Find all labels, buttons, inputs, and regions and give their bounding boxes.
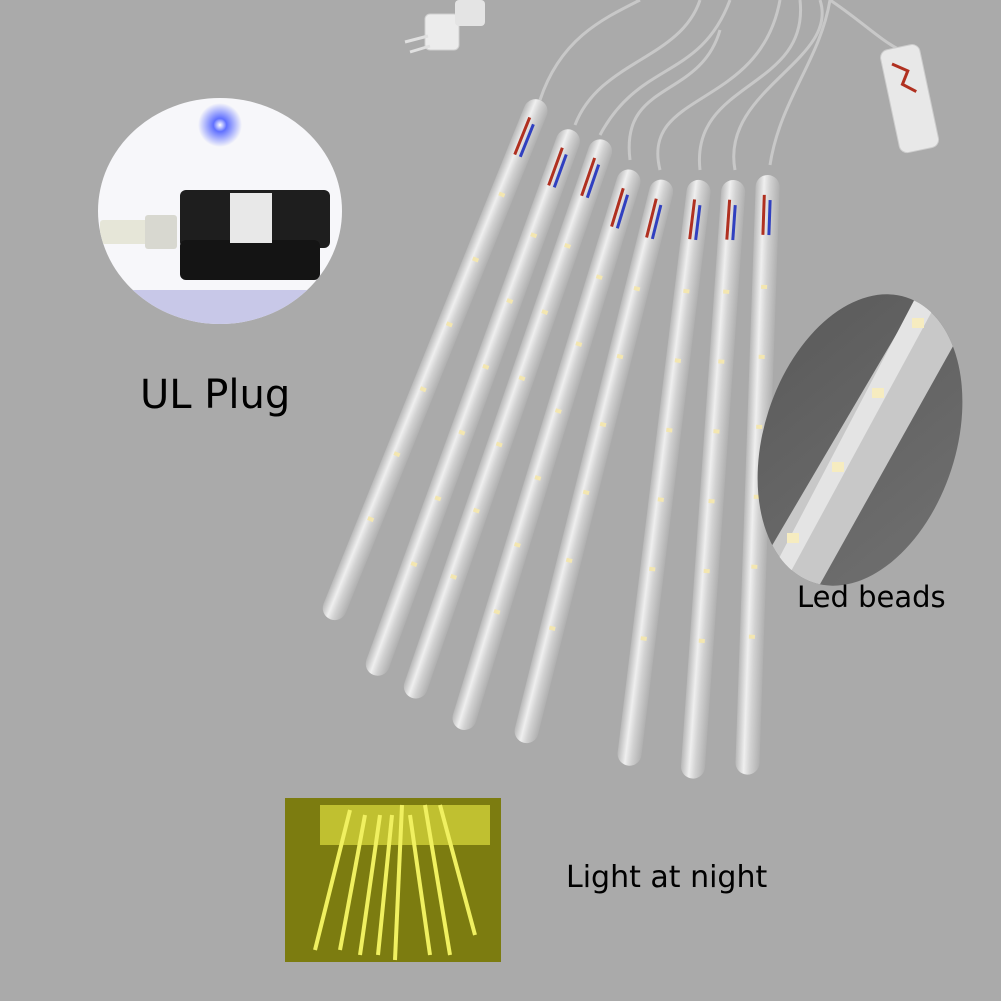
led-beads-label: Led beads: [797, 580, 946, 614]
night-photo: [285, 798, 501, 962]
ul-plug-photo: [98, 98, 342, 324]
plug-connector-icon: [404, 0, 485, 54]
wire-bundle: [538, 0, 901, 171]
led-tubes: [322, 99, 780, 779]
led-beads-closeup: [740, 267, 990, 613]
light-at-night-label: Light at night: [566, 860, 768, 895]
ul-plug-label: UL Plug: [140, 372, 291, 418]
end-connector-icon: [880, 44, 940, 154]
